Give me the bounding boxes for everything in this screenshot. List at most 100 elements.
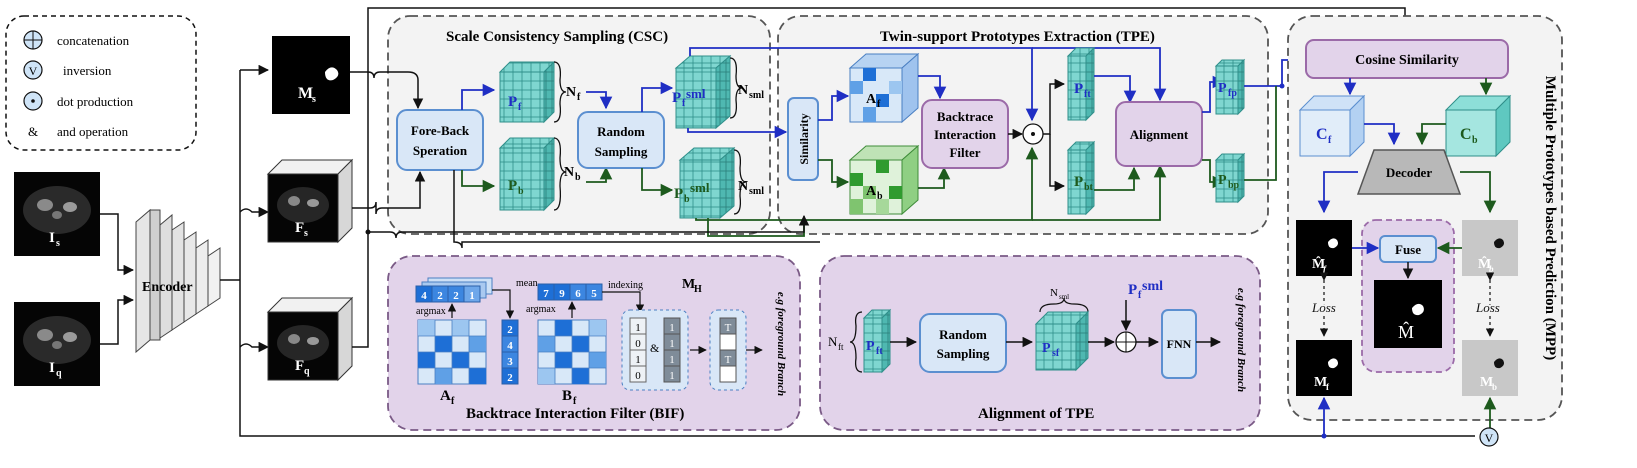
bif-line2: Interaction [934, 127, 997, 142]
mean-label: mean [516, 278, 538, 289]
bif-box: Backtrace Interaction Filter [921, 99, 1009, 169]
fs-label: F [295, 220, 304, 236]
random-sampling-line1: Random [597, 124, 645, 139]
align-pfsml-label: P [1128, 282, 1137, 298]
align-rs-line1: Random [939, 327, 987, 342]
col-3: 2 [507, 372, 513, 384]
pfp-sub: fp [1228, 88, 1237, 99]
pbsml-sup: sml [690, 180, 710, 195]
mf-hat-label: M̂ [1312, 255, 1325, 272]
loss-right: Loss [1475, 300, 1500, 315]
nft-sub: ft [838, 342, 844, 352]
align-panel-title: Alignment of TPE [978, 406, 1094, 422]
pred-mf: M̂ f [1296, 220, 1352, 276]
vec1-0: 4 [421, 290, 427, 302]
fore-back-line1: Fore-Back [411, 123, 470, 138]
cube-pb-sml: P b sml [674, 146, 736, 220]
align-panel-side: e.g foreground Branch [1235, 288, 1247, 392]
nsml-top-label: N [738, 83, 748, 98]
legend-dot-label: dot production [57, 94, 134, 109]
nf-sub: f [577, 92, 581, 103]
mh-sub: H [694, 284, 702, 295]
af-matrix-sub: f [451, 396, 455, 407]
dot-product-symbol [1022, 123, 1044, 145]
and-op: & [650, 341, 660, 355]
inversion-symbol: V [29, 64, 38, 78]
vec1-2: 2 [453, 290, 459, 302]
pred-m: M̂ [1374, 280, 1442, 348]
bin2-1: 1 [669, 338, 675, 350]
bin2: 1 1 1 1 [663, 317, 681, 383]
bin1-3: 0 [635, 370, 641, 382]
cb-label: C [1460, 126, 1472, 143]
fs-sub: s [304, 228, 308, 239]
encoder-label: Encoder [142, 280, 193, 295]
pred-mb: M̂ b [1462, 220, 1518, 276]
pft-sub: ft [1084, 89, 1091, 100]
cube-pf: P f [498, 60, 556, 124]
concat-symbol [1115, 331, 1137, 353]
align-rs-line2: Sampling [937, 346, 990, 361]
legend: concatenation V inversion dot production… [5, 15, 197, 151]
bin2-2: 1 [669, 354, 675, 366]
align-random-sampling: Random Sampling [919, 313, 1007, 373]
ms-image [272, 36, 350, 114]
input-is: I s [14, 172, 100, 256]
pfp-label: P [1218, 81, 1227, 96]
nsml-bot-sub: sml [749, 186, 764, 197]
argmax-mid: argmax [526, 304, 556, 315]
align-psf-sub: sf [1052, 348, 1060, 359]
legend-frame [5, 15, 197, 151]
legend-concat-label: concatenation [57, 33, 130, 48]
pbp-label: P [1218, 173, 1227, 188]
pbt-label: P [1074, 174, 1083, 190]
fq-sub: q [304, 366, 310, 377]
pbsml-sub: b [684, 194, 690, 205]
tvec: T T [719, 317, 737, 383]
col-0: 2 [507, 324, 513, 336]
align-pft: P ft [862, 308, 892, 374]
cube-pft: P ft [1066, 46, 1096, 122]
fore-back-line2: Speration [413, 143, 468, 158]
mb-sub: b [1492, 382, 1497, 392]
gt-mf: M f [1296, 340, 1352, 396]
vec2-3: 5 [591, 288, 597, 300]
decoder: Decoder [1356, 149, 1462, 195]
vec1: 4 2 2 1 [415, 285, 481, 303]
ab-sub: b [877, 191, 883, 202]
csc-title: Scale Consistency Sampling (CSC) [446, 29, 668, 45]
vec1-3: 1 [469, 290, 475, 302]
inversion-node-symbol: V [1485, 431, 1494, 445]
mb-hat-sub: b [1489, 264, 1494, 274]
bif-panel-title: Backtrace Interaction Filter (BIF) [466, 406, 684, 422]
tvec-2: T [725, 354, 732, 366]
pb-label: P [508, 178, 517, 194]
indexing-label: indexing [608, 280, 643, 291]
fuse-label: Fuse [1395, 242, 1421, 257]
bin1-2: 1 [635, 354, 641, 366]
legend-and-label: and operation [57, 124, 129, 139]
bin1-1: 0 [635, 338, 641, 350]
tvec-0: T [725, 322, 732, 334]
bif-line3: Filter [949, 145, 980, 160]
input-iq: I q [14, 302, 100, 386]
cube-pbt: P bt [1066, 140, 1096, 216]
bin2-3: 1 [669, 370, 675, 382]
similarity-box: Similarity [787, 97, 819, 181]
pbp-sub: bp [1228, 180, 1240, 191]
af-matrix-label: A [440, 388, 451, 404]
cube-pfp: P fp [1214, 58, 1246, 116]
vec2-0: 7 [543, 288, 549, 300]
iq-label: I [49, 360, 55, 376]
pf-label: P [508, 94, 517, 110]
alignment-box: Alignment [1115, 101, 1203, 167]
pf-sub: f [518, 102, 522, 113]
bin1: 1 0 1 0 [629, 317, 647, 383]
legend-dot: dot production [23, 91, 134, 111]
mf-sub: f [1326, 382, 1330, 392]
align-pft-label: P [866, 339, 875, 354]
m-hat-label: M̂ [1398, 322, 1414, 342]
nb-sub: b [575, 172, 581, 183]
mean-col: 2 4 3 2 [501, 319, 519, 385]
